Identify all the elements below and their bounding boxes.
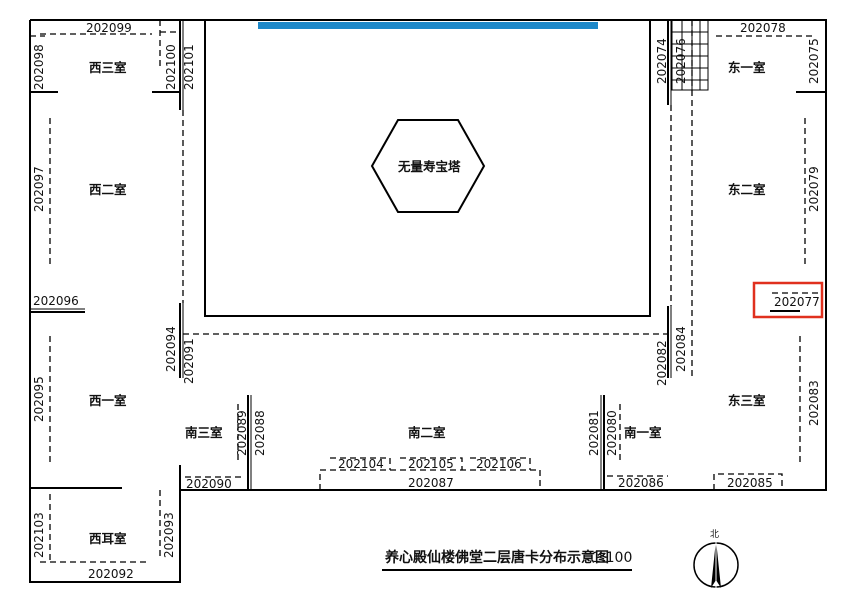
room-dong-yi: 东一室 bbox=[728, 60, 766, 75]
label-202075: 202075 bbox=[807, 38, 821, 84]
room-nan-er: 南二室 bbox=[408, 425, 446, 440]
label-202078: 202078 bbox=[740, 21, 786, 35]
room-dong-san: 东三室 bbox=[728, 393, 766, 408]
room-nan-yi: 南一室 bbox=[624, 425, 662, 440]
label-202079: 202079 bbox=[807, 166, 821, 212]
pagoda-hexagon bbox=[370, 119, 486, 213]
top-blue-bar bbox=[258, 22, 598, 29]
label-202106: 202106 bbox=[476, 457, 522, 471]
label-202091: 202091 bbox=[182, 338, 196, 384]
interior-walls bbox=[30, 20, 826, 582]
room-nan-san: 南三室 bbox=[185, 425, 223, 440]
label-202092: 202092 bbox=[88, 567, 134, 581]
label-202081: 202081 bbox=[587, 410, 601, 456]
north-arrow-icon bbox=[693, 540, 739, 588]
highlight-box bbox=[752, 281, 824, 319]
label-202083: 202083 bbox=[807, 380, 821, 426]
label-202086: 202086 bbox=[618, 476, 664, 490]
room-xi-er: 西二室 bbox=[89, 182, 127, 197]
label-202103: 202103 bbox=[32, 512, 46, 558]
label-202080: 202080 bbox=[605, 410, 619, 456]
room-xi-san: 西三室 bbox=[89, 60, 127, 75]
outer-walls bbox=[29, 19, 827, 583]
label-202099: 202099 bbox=[86, 21, 132, 35]
label-202104: 202104 bbox=[338, 457, 384, 471]
map-title: 养心殿仙楼佛堂二层唐卡分布示意图 bbox=[384, 549, 609, 566]
label-202077: 202077 bbox=[774, 295, 820, 309]
label-202090: 202090 bbox=[186, 477, 232, 491]
label-202100: 202100 bbox=[164, 44, 178, 90]
label-202089: 202089 bbox=[235, 410, 249, 456]
label-202095: 202095 bbox=[32, 376, 46, 422]
label-202076: 202076 bbox=[674, 38, 688, 84]
map-scale: 1:100 bbox=[592, 550, 632, 566]
label-202094: 202094 bbox=[164, 326, 178, 372]
label-202074: 202074 bbox=[655, 38, 669, 84]
label-202082: 202082 bbox=[655, 340, 669, 386]
room-xi-er-shi: 西耳室 bbox=[89, 531, 127, 546]
label-202088: 202088 bbox=[253, 410, 267, 456]
room-dong-er: 东二室 bbox=[728, 182, 766, 197]
label-202098: 202098 bbox=[32, 44, 46, 90]
label-202087: 202087 bbox=[408, 476, 454, 490]
label-202093: 202093 bbox=[162, 512, 176, 558]
label-202085: 202085 bbox=[727, 476, 773, 490]
label-202101: 202101 bbox=[182, 44, 196, 90]
stairs bbox=[671, 19, 709, 91]
pagoda-label: 无量寿宝塔 bbox=[397, 159, 461, 174]
central-hall bbox=[204, 19, 651, 317]
label-202084: 202084 bbox=[674, 326, 688, 372]
label-202097: 202097 bbox=[32, 166, 46, 212]
label-202105: 202105 bbox=[408, 457, 454, 471]
room-xi-yi: 西一室 bbox=[89, 393, 127, 408]
north-label: 北 bbox=[710, 529, 719, 540]
dashed-partitions bbox=[30, 20, 820, 563]
label-202096: 202096 bbox=[33, 294, 79, 308]
